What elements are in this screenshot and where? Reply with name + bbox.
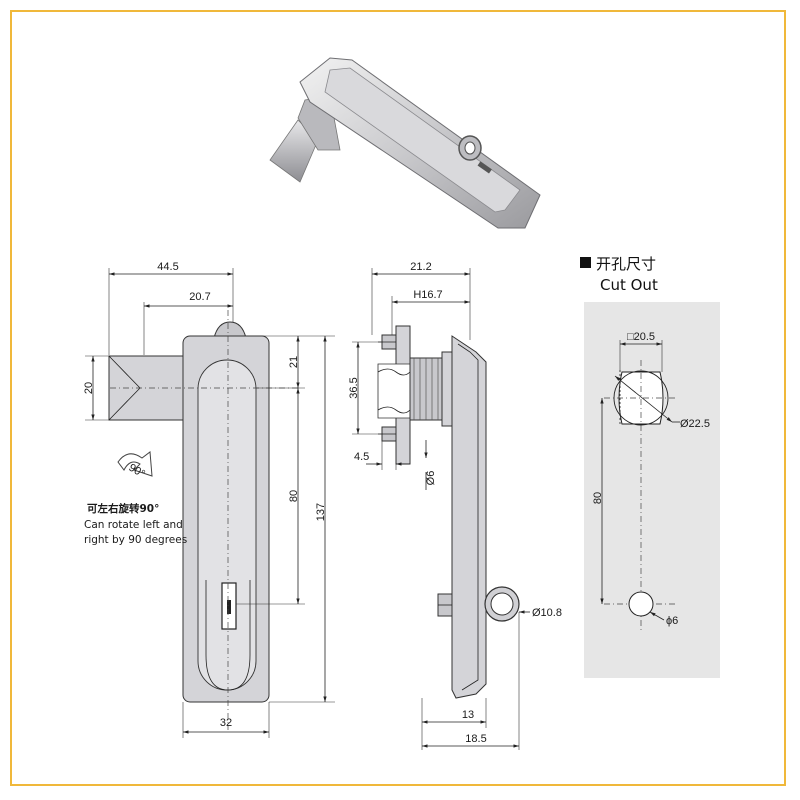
dim-offset: 20.7 — [189, 291, 210, 303]
dim-circle: Ø22.5 — [680, 418, 710, 430]
dim-lever-height: 20 — [83, 382, 95, 394]
front-view: 44.5 20.7 20 21 80 137 — [83, 261, 335, 738]
dim-body-width: 32 — [220, 717, 232, 729]
dim-bottom-1: 13 — [462, 709, 474, 721]
rotate-note-cn: 可左右旋转90° — [87, 502, 159, 515]
dim-depth-total: 21.2 — [410, 261, 431, 273]
rotate-note-en-line2: right by 90 degrees — [84, 534, 187, 546]
dim-thread: 36.5 — [348, 377, 360, 398]
dim-h: H16.7 — [413, 289, 442, 301]
latch-handle-photo-icon — [269, 57, 541, 229]
dim-square: □20.5 — [627, 331, 655, 343]
dim-plate: 4.5 — [354, 451, 369, 463]
cutout-title-en: Cut Out — [600, 276, 658, 294]
dim-bottom-2: 18.5 — [465, 733, 486, 745]
dim-spacing: 80 — [592, 492, 604, 504]
dim-hole: Ø6 — [425, 471, 437, 486]
cutout-section: 开孔尺寸 Cut Out □20.5 Ø22.5 ϕ6 80 — [580, 255, 720, 678]
cutout-title-cn: 开孔尺寸 — [596, 255, 656, 273]
rotate-arrow-icon: 90° — [117, 451, 153, 480]
dim-top: 21 — [288, 356, 300, 368]
rotate-note-en-line1: Can rotate left and — [84, 519, 183, 531]
side-view: 21.2 H16.7 36.5 4.5 Ø6 — [348, 261, 562, 750]
cutout-panel — [584, 302, 720, 678]
dim-height-total: 137 — [315, 503, 327, 521]
dim-ring: Ø10.8 — [532, 607, 562, 619]
dim-center: 80 — [288, 490, 300, 502]
dim-width-total: 44.5 — [157, 261, 178, 273]
black-square-icon — [580, 257, 591, 268]
dim-small-hole: ϕ6 — [666, 615, 678, 627]
